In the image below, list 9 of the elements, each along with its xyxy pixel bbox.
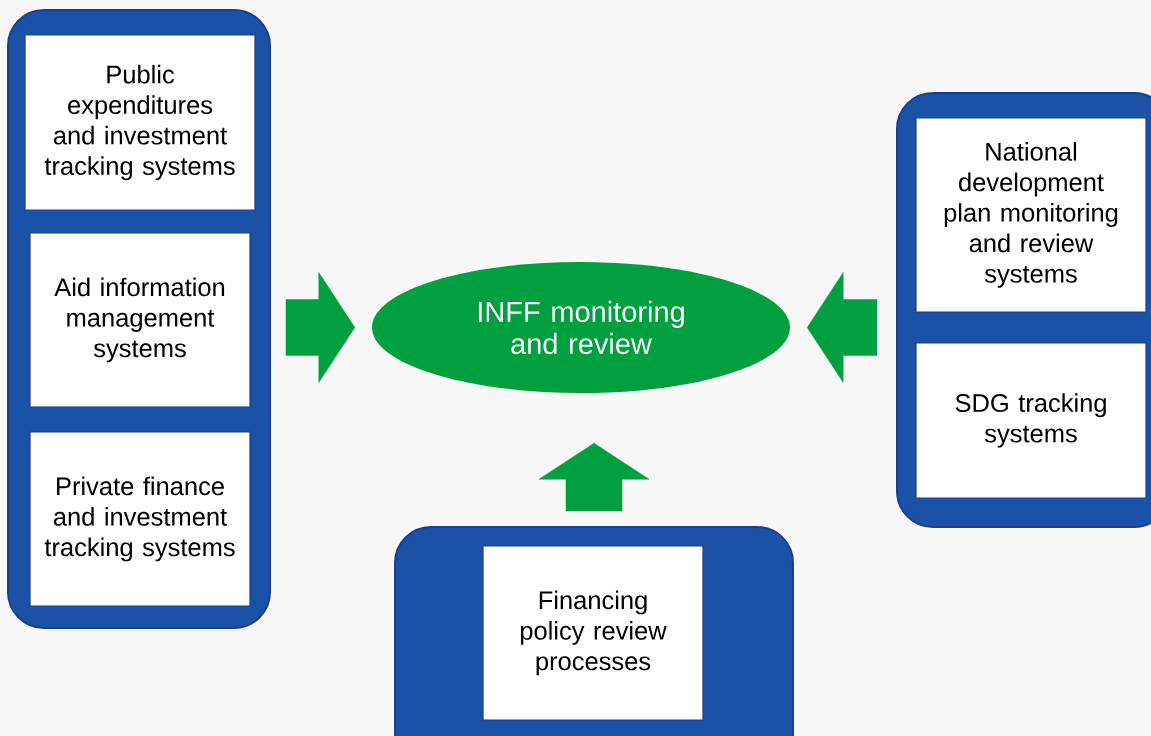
- text-box: Private finance and investment tracking systems: [29, 431, 251, 607]
- text-box: Public expenditures and investment tracking systems: [24, 34, 256, 211]
- text-box: SDG tracking systems: [915, 342, 1147, 499]
- block-arrow: [538, 442, 650, 512]
- text-box: Aid information management systems: [29, 232, 251, 408]
- block-arrow: [806, 272, 878, 383]
- text-box: Financing policy review processes: [482, 545, 704, 721]
- text-box: National development plan monitoring and review systems: [915, 117, 1147, 313]
- block-arrow: [285, 272, 356, 383]
